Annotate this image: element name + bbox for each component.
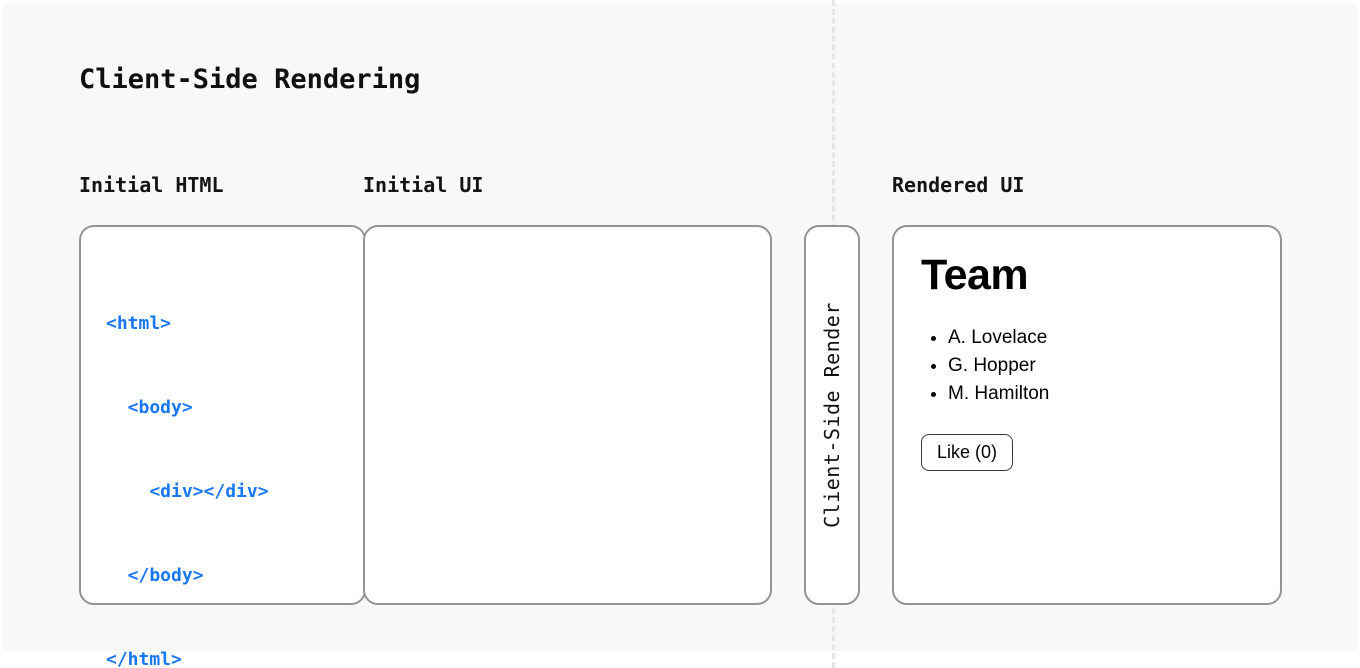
code-line: <body> xyxy=(106,397,193,418)
list-item: A. Lovelace xyxy=(948,324,1262,352)
rendered-ui-panel: Team A. Lovelace G. Hopper M. Hamilton L… xyxy=(892,225,1282,605)
client-side-render-strip: Client-Side Render xyxy=(804,225,860,605)
team-member-list: A. Lovelace G. Hopper M. Hamilton xyxy=(921,324,1262,408)
client-side-render-label: Client-Side Render xyxy=(820,302,844,528)
code-line: <html> xyxy=(106,313,172,334)
column-label-initial-ui: Initial UI xyxy=(363,173,484,197)
code-line: </html> xyxy=(106,649,182,668)
list-item: M. Hamilton xyxy=(948,380,1262,408)
strip-inner: Client-Side Render xyxy=(806,227,858,603)
team-heading: Team xyxy=(921,251,1029,299)
code-line: </body> xyxy=(106,565,204,586)
rendered-ui-content: Team A. Lovelace G. Hopper M. Hamilton L… xyxy=(921,251,1262,472)
initial-html-panel: <html> <body> <div></div> </body> </html… xyxy=(79,225,366,668)
initial-ui-panel xyxy=(363,225,772,605)
column-label-rendered-ui: Rendered UI xyxy=(892,173,1025,197)
like-button[interactable]: Like (0) xyxy=(921,434,1014,472)
html-code-block: <html> <body> <div></div> </body> </html… xyxy=(106,254,269,668)
page-title: Client-Side Rendering xyxy=(79,64,421,95)
list-item: G. Hopper xyxy=(948,352,1262,380)
code-line: <div></div> xyxy=(106,481,269,502)
column-label-initial-html: Initial HTML xyxy=(79,173,224,197)
